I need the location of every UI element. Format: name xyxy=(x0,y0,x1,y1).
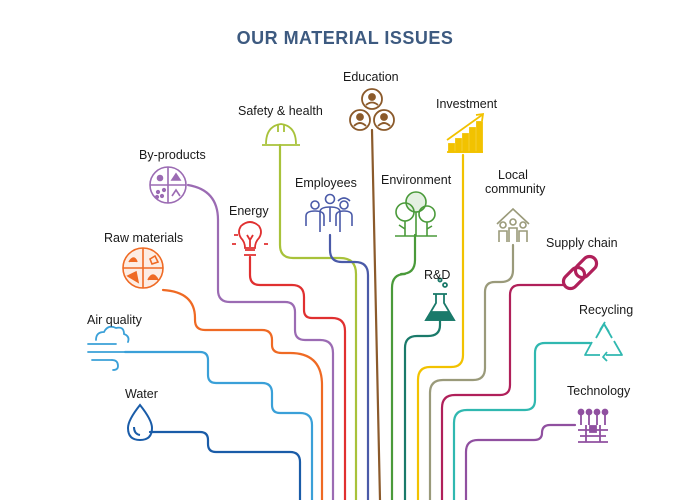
label-technology: Technology xyxy=(567,384,631,398)
label-safety-health: Safety & health xyxy=(238,104,323,118)
label-recycling: Recycling xyxy=(579,303,634,317)
robot-arm-icon xyxy=(577,408,609,443)
label-local-community-line1: Local xyxy=(498,168,528,182)
label-employees: Employees xyxy=(295,176,357,190)
recycling-line xyxy=(452,341,592,500)
raw-line xyxy=(161,288,324,500)
hard-hat-icon xyxy=(262,123,300,146)
byproducts-line xyxy=(186,183,335,500)
byproducts-circle-icon xyxy=(149,166,187,204)
water-drop-icon xyxy=(126,403,154,442)
local-line xyxy=(428,243,515,500)
label-rnd: R&D xyxy=(424,268,451,282)
employees-group-icon xyxy=(305,193,353,232)
air-wind-icon xyxy=(87,325,130,371)
label-local-community-line2: community xyxy=(485,182,546,196)
environment-line xyxy=(390,233,417,500)
label-investment: Investment xyxy=(436,97,498,111)
energy-line xyxy=(248,255,347,500)
label-water: Water xyxy=(125,387,158,401)
label-supply-chain: Supply chain xyxy=(546,236,618,250)
label-byproducts: By-products xyxy=(139,148,206,162)
raw-materials-circle-icon xyxy=(122,247,164,289)
recycle-icon xyxy=(584,321,623,362)
water-line xyxy=(148,430,302,500)
investment-bar-chart-icon xyxy=(446,112,485,153)
education-people-icon xyxy=(349,88,395,131)
label-education: Education xyxy=(343,70,399,84)
label-energy: Energy xyxy=(229,204,269,218)
technology-line xyxy=(464,423,577,500)
chain-link-icon xyxy=(561,254,599,291)
supply-line xyxy=(440,283,567,500)
investment-line xyxy=(416,153,465,500)
community-house-icon xyxy=(496,207,530,242)
label-air-quality: Air quality xyxy=(87,313,142,327)
air-line xyxy=(123,350,314,500)
page-title: OUR MATERIAL ISSUES xyxy=(236,28,454,48)
employees-line xyxy=(328,233,370,500)
education-line xyxy=(370,128,382,500)
light-bulb-icon xyxy=(232,221,268,256)
trees-icon xyxy=(395,191,437,237)
rnd-line xyxy=(403,318,442,500)
label-environment: Environment xyxy=(381,173,452,187)
safety-line xyxy=(278,143,358,500)
flask-icon xyxy=(424,277,456,321)
label-raw-materials: Raw materials xyxy=(104,231,184,245)
